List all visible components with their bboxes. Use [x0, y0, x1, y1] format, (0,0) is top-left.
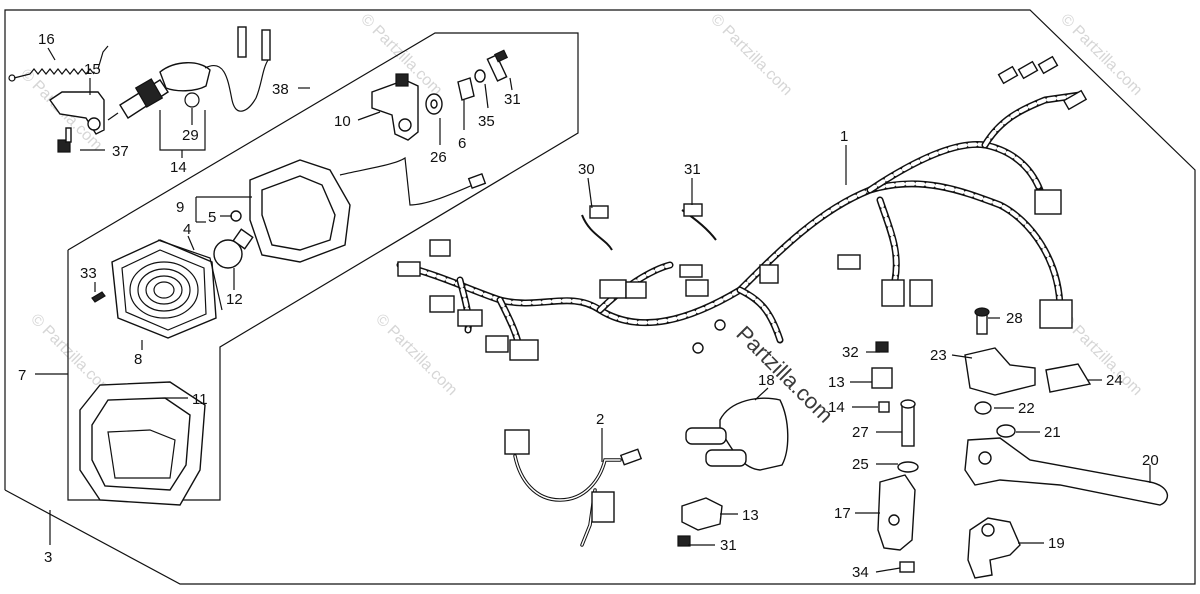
- callout-12: 12: [226, 291, 243, 308]
- headlight-cover: [79, 381, 206, 506]
- callout-38-left: 37: [112, 143, 129, 160]
- watermark: © Partzilla.com: [707, 11, 795, 99]
- callout-24: 23: [930, 347, 947, 364]
- watermark: © Partzilla.com: [1057, 11, 1145, 99]
- leader-lines: [35, 47, 1151, 573]
- callout-9: 9: [176, 199, 184, 216]
- assembly-frame: [4, 9, 1196, 585]
- handlebar-switch: [685, 397, 789, 471]
- callout-15: 14: [170, 159, 187, 176]
- callout-22: 21: [1044, 424, 1061, 441]
- callout-8: 8: [134, 351, 142, 368]
- callout-1: 1: [840, 128, 848, 145]
- callout-6: 6: [458, 135, 466, 152]
- callout-34: 32: [842, 344, 859, 361]
- sub-wire-harness: [504, 429, 643, 547]
- lever-holder: [967, 517, 1021, 579]
- callout-labels: 16 15 29 14 37 38 10 26 6 35 31 9 5 4 12…: [18, 31, 1159, 581]
- lever-part: [964, 437, 1169, 506]
- watermark: © Partzilla.com: [372, 311, 460, 399]
- callout-19: 18: [758, 372, 775, 389]
- callout-29: 28: [1006, 310, 1023, 327]
- callout-26: 25: [852, 456, 869, 473]
- spring-part: [8, 45, 109, 82]
- callout-13-upper: 13: [828, 374, 845, 391]
- screw-part: [91, 291, 106, 303]
- callout-31-right-visible: 31: [684, 161, 701, 178]
- relay-part: [681, 497, 723, 531]
- callout-27: 26: [430, 149, 447, 166]
- grommet-parts: [425, 49, 509, 115]
- relay-upper: [871, 341, 893, 413]
- callout-17: 16: [38, 31, 55, 48]
- callout-11: 11: [192, 391, 208, 408]
- screw-part: [677, 535, 691, 547]
- callout-3: 3: [44, 549, 52, 566]
- callout-18: 17: [834, 505, 851, 522]
- callout-2: 2: [596, 411, 604, 428]
- callout-21: 20: [1142, 452, 1159, 469]
- headlight-lens: [111, 239, 223, 339]
- clutch-lever-parts: [964, 307, 1092, 438]
- callout-16: 15: [84, 61, 101, 78]
- callout-30: 29: [182, 127, 199, 144]
- headlight-bulb: [213, 228, 254, 269]
- callout-38-right: 38: [272, 81, 289, 98]
- callout-4: 4: [183, 221, 191, 238]
- main-wire-harness: [396, 55, 1088, 361]
- callout-13-lower: 13: [742, 507, 759, 524]
- callout-37: 35: [478, 113, 495, 130]
- callout-20: 19: [1048, 535, 1065, 552]
- callout-7: 7: [18, 367, 26, 384]
- callout-32: 31: [504, 91, 521, 108]
- callout-5: 5: [208, 209, 216, 226]
- harness-clip: [581, 203, 717, 251]
- callout-28: 27: [852, 424, 869, 441]
- bolt-part: [57, 127, 72, 153]
- brake-switch-assembly: [49, 26, 271, 135]
- callout-14-visible: 14: [828, 399, 845, 416]
- callout-31-left: 30: [578, 161, 595, 178]
- headlight-case: [249, 156, 487, 263]
- callout-35: 33: [80, 265, 97, 282]
- callout-25: 24: [1106, 372, 1123, 389]
- headlight-bracket: [371, 73, 419, 141]
- callout-33: 31: [720, 537, 737, 554]
- callout-23: 22: [1018, 400, 1035, 417]
- callout-10: 10: [334, 113, 351, 130]
- nut-part: [230, 210, 242, 222]
- lever-pivot-parts: [877, 399, 919, 573]
- callout-36: 34: [852, 564, 869, 581]
